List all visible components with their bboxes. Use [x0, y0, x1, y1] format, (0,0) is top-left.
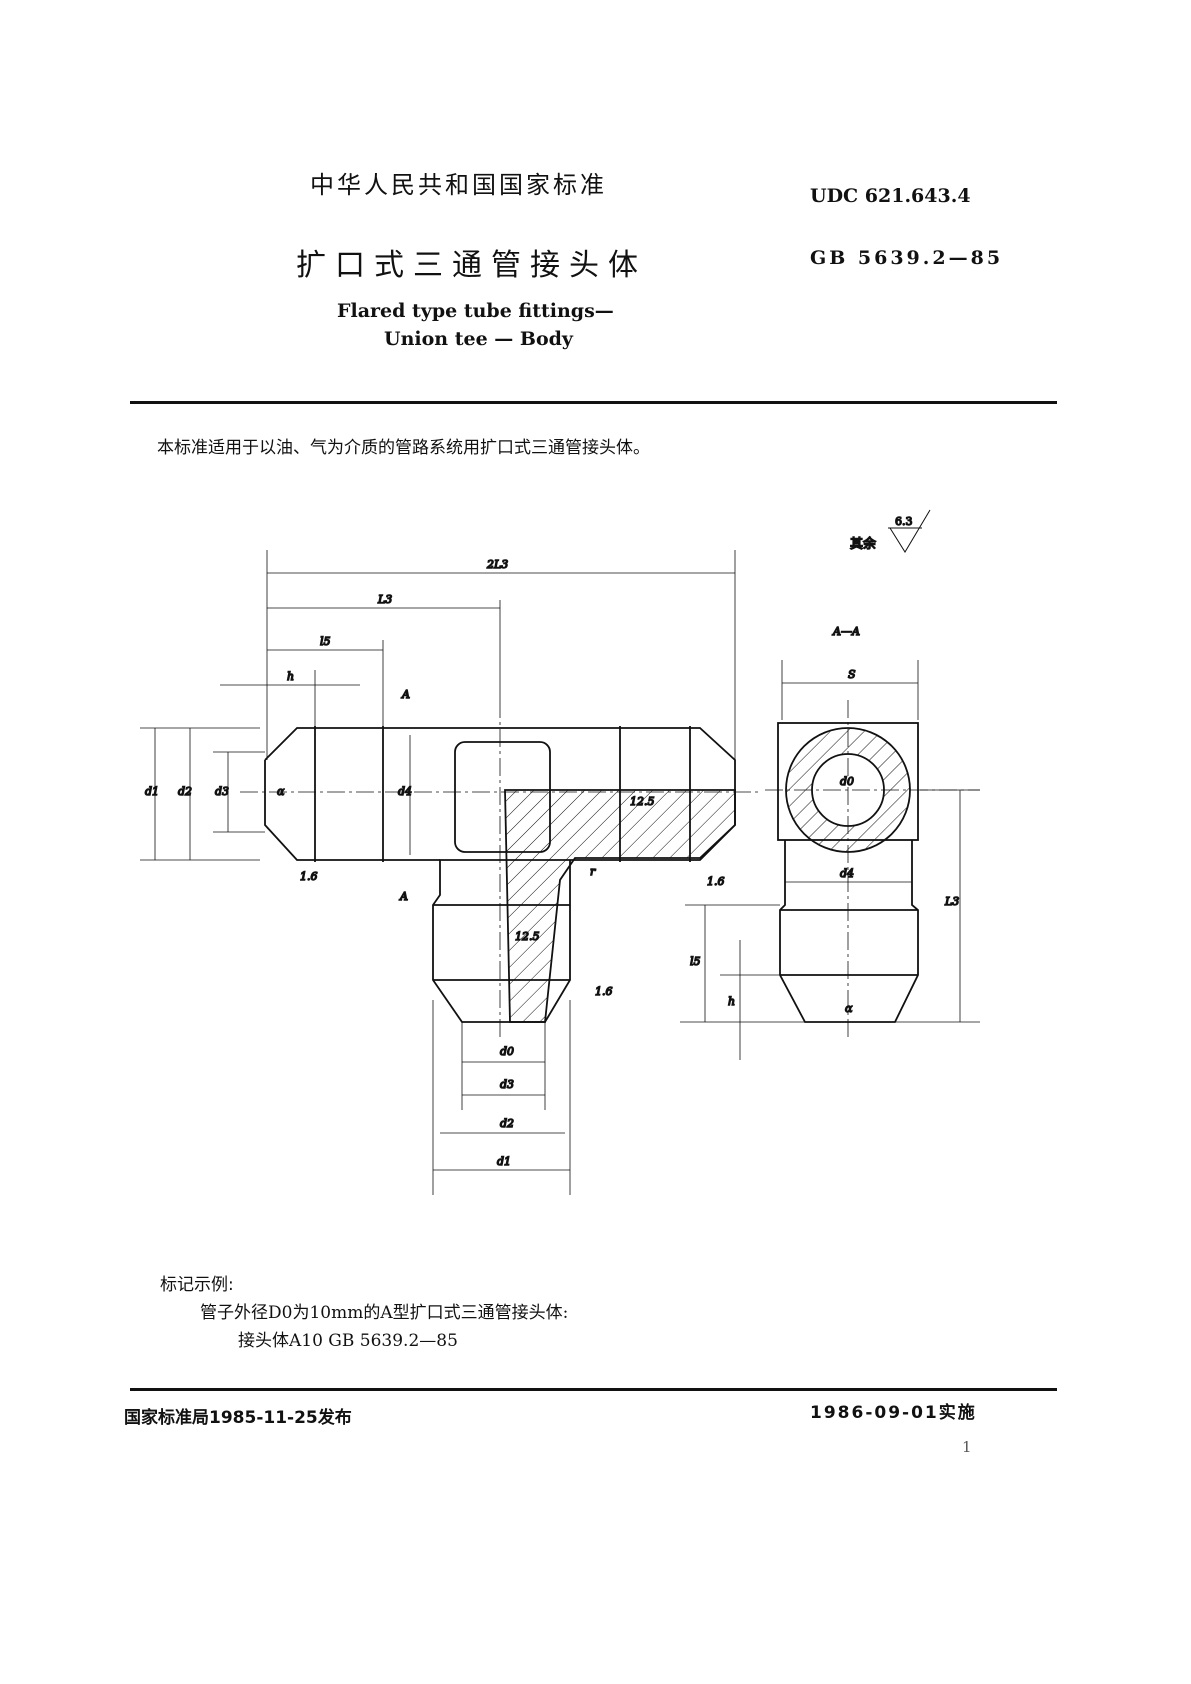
roughness-other-symbol: [888, 509, 931, 553]
section-mark-top: A: [401, 688, 410, 701]
header-divider: [130, 401, 1057, 404]
roughness-12-5: 12.5: [630, 795, 655, 808]
roughness-12-5-vert: 12.5: [515, 930, 540, 943]
marking-heading: 标记示例:: [160, 1275, 234, 1295]
dim-h-section: h: [728, 995, 735, 1008]
dim-2l3: 2L3: [486, 558, 508, 571]
dim-d3-bottom: d3: [500, 1078, 514, 1091]
dim-d4: d4: [398, 785, 412, 798]
dim-d1: d1: [145, 785, 159, 798]
marking-line-1: 管子外径D0为10mm的A型扩口式三通管接头体:: [200, 1303, 569, 1323]
dim-d0-section: d0: [840, 775, 854, 788]
page-number: 1: [962, 1438, 972, 1456]
dim-l5: l5: [320, 635, 331, 648]
udc-number: UDC 621.643.4: [810, 185, 971, 207]
national-standard-heading: 中华人民共和国国家标准: [310, 171, 607, 199]
dim-alpha-section: α: [845, 1002, 853, 1015]
front-view: [264, 726, 736, 1023]
issued-date: 国家标准局1985-11-25发布: [124, 1408, 352, 1428]
footer-divider: [130, 1388, 1057, 1391]
title-english-2: Union tee — Body: [384, 328, 573, 350]
title-english-1: Flared type tube fittings—: [337, 300, 614, 322]
dim-d1-bottom: d1: [497, 1155, 511, 1168]
title-chinese: 扩口式三通管接头体: [296, 248, 647, 283]
dim-l3-section: L3: [944, 895, 959, 908]
roughness-other-value: 6.3: [895, 515, 913, 528]
dim-d2-bottom: d2: [500, 1117, 514, 1130]
section-label: A—A: [832, 625, 860, 638]
dim-s: S: [848, 668, 856, 681]
roughness-1-6-right: 1.6: [707, 875, 725, 888]
dim-r: r: [590, 865, 596, 878]
dimension-lines: [140, 550, 980, 1195]
dim-d3: d3: [215, 785, 229, 798]
scope-text: 本标准适用于以油、气为介质的管路系统用扩口式三通管接头体。: [157, 438, 650, 458]
effective-date: 1986-09-01实施: [810, 1403, 977, 1423]
roughness-1-6-left: 1.6: [300, 870, 318, 883]
dim-d4-section: d4: [840, 867, 854, 880]
dim-d0: d0: [500, 1045, 514, 1058]
roughness-1-6-bottom: 1.6: [595, 985, 613, 998]
dim-l3: L3: [377, 593, 392, 606]
section-mark-bottom: A: [399, 890, 408, 903]
marking-line-2: 接头体A10 GB 5639.2—85: [238, 1331, 458, 1351]
dim-alpha: α: [277, 785, 285, 798]
dim-h: h: [287, 670, 294, 683]
standard-number: GB 5639.2—85: [810, 247, 1004, 269]
dim-d2: d2: [178, 785, 192, 798]
dim-l5-section: l5: [690, 955, 701, 968]
roughness-other-label: 其余: [850, 536, 876, 552]
